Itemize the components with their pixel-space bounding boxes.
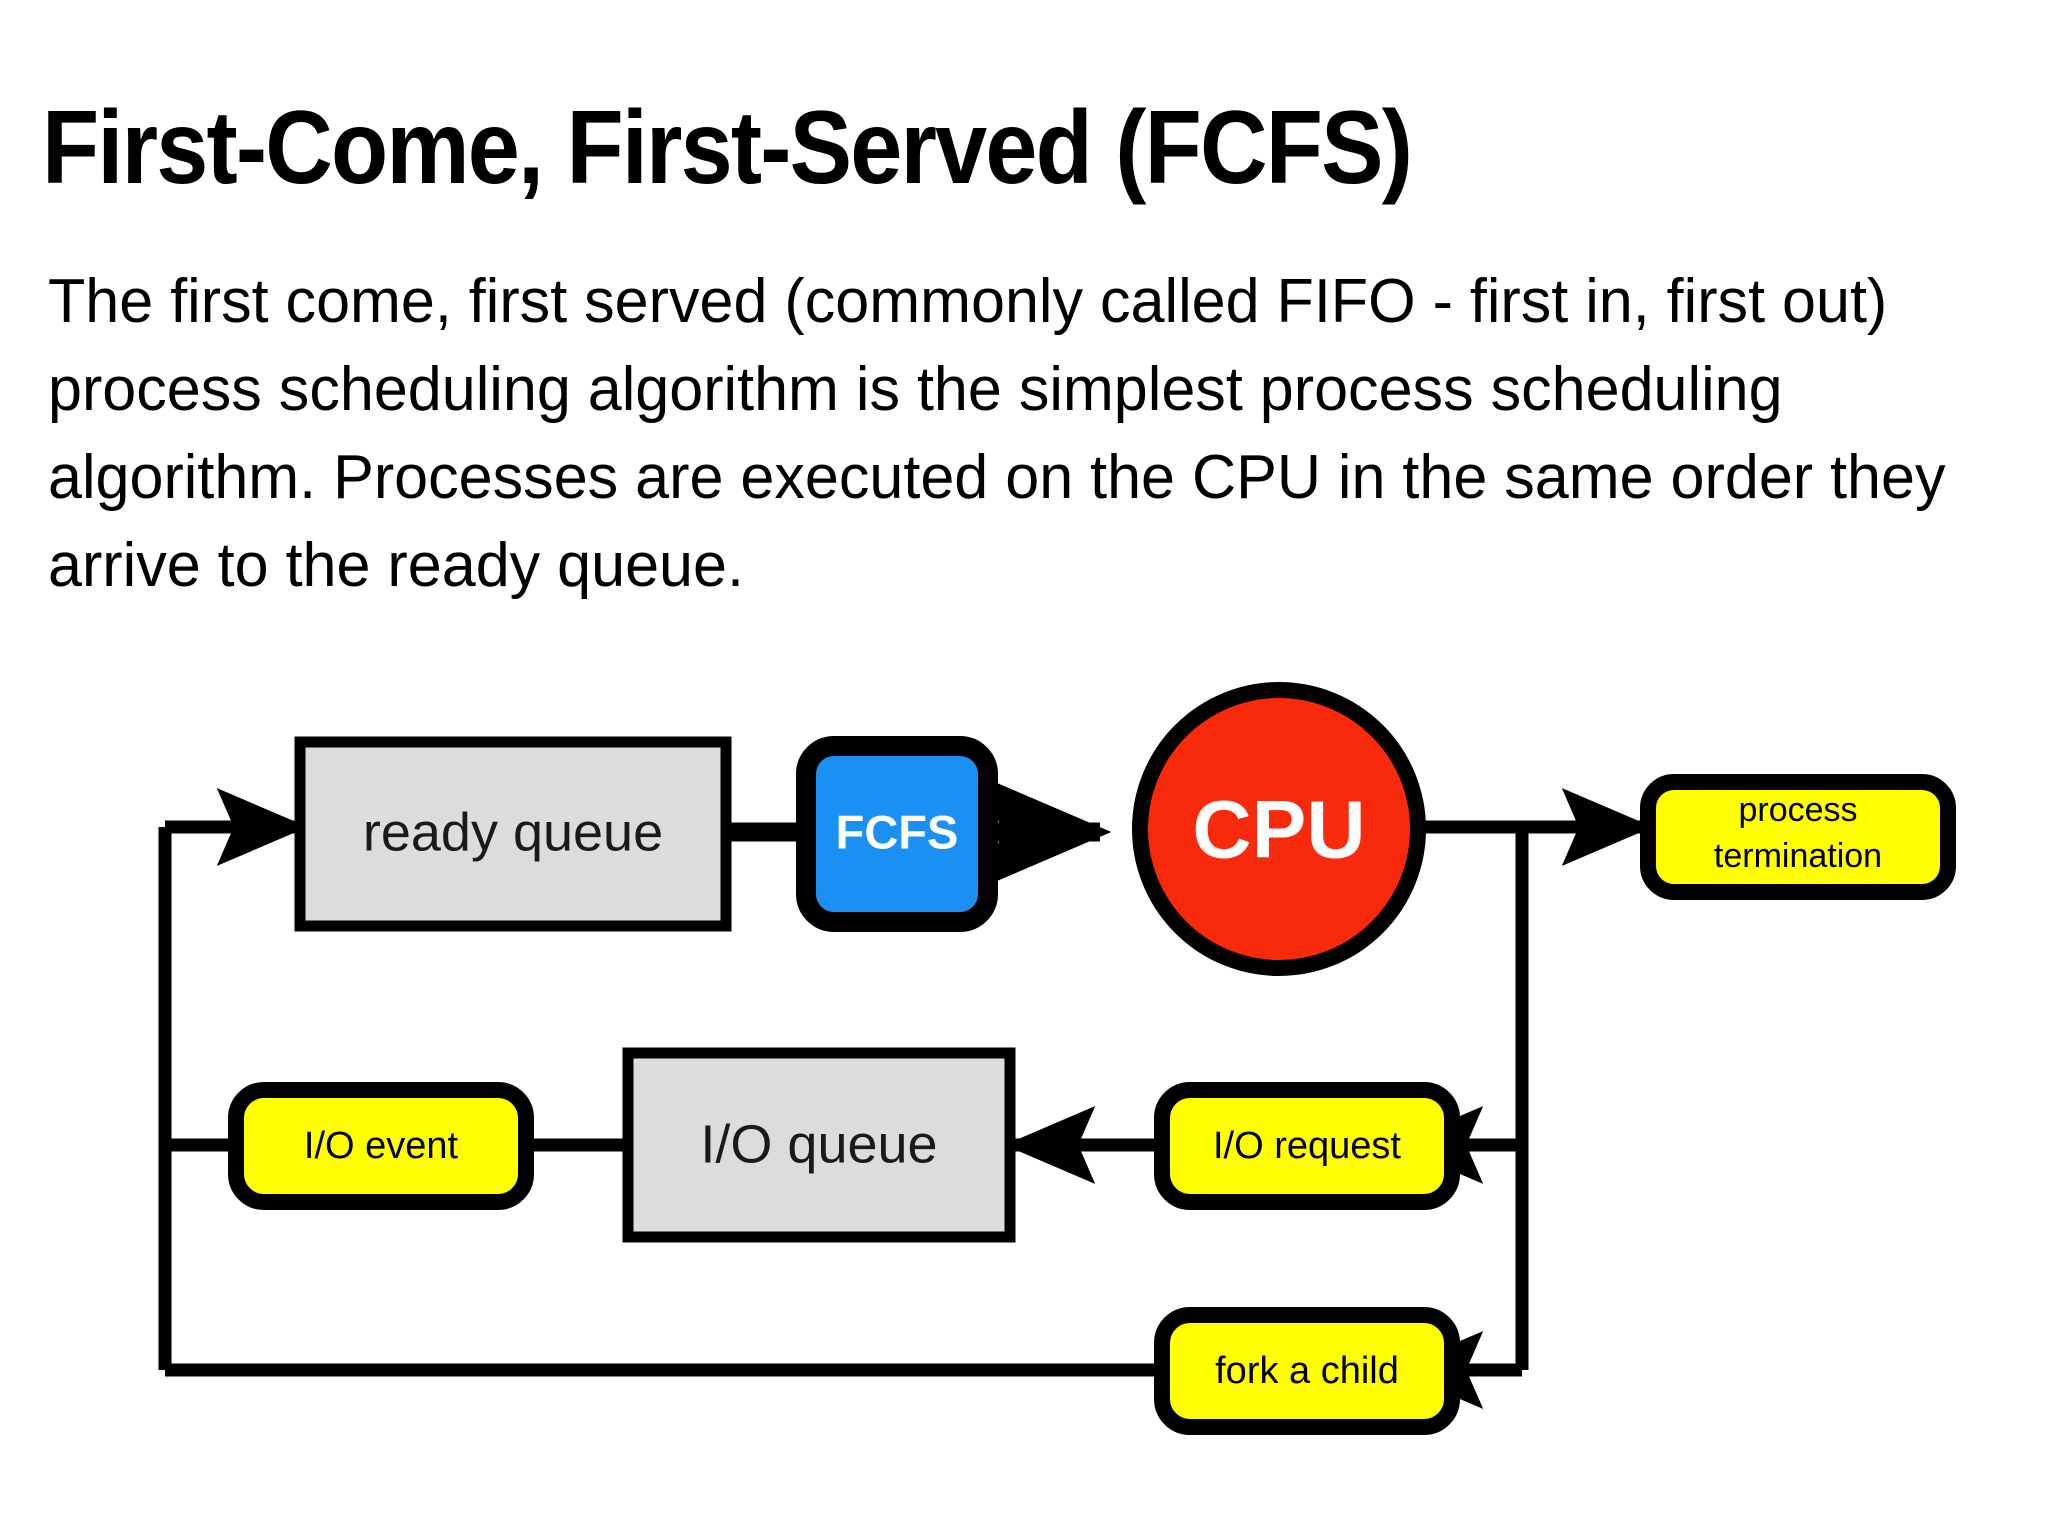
io-queue-label: I/O queue (700, 1114, 937, 1174)
node-io-event[interactable]: I/O event (228, 1082, 534, 1210)
node-process-termination[interactable]: process termination (1640, 774, 1956, 900)
node-fcfs[interactable]: FCFS (796, 736, 998, 932)
fork-a-child-label: fork a child (1215, 1350, 1399, 1392)
io-event-label: I/O event (304, 1125, 459, 1167)
node-ready-queue[interactable]: ready queue (294, 736, 732, 932)
fcfs-label: FCFS (836, 805, 959, 858)
node-fork-a-child[interactable]: fork a child (1154, 1307, 1460, 1435)
io-request-label: I/O request (1213, 1125, 1401, 1167)
node-io-request[interactable]: I/O request (1154, 1082, 1460, 1210)
slide-body-text: The first come, first served (commonly c… (48, 267, 1946, 600)
process-termination-label-line1: process (1738, 791, 1857, 829)
node-io-queue[interactable]: I/O queue (622, 1047, 1016, 1243)
process-termination-label-line2: termination (1714, 837, 1882, 875)
page-title: First-Come, First-Served (FCFS) (42, 89, 1413, 206)
cpu-label: CPU (1192, 785, 1365, 876)
ready-queue-label: ready queue (363, 802, 663, 862)
node-cpu[interactable]: CPU (1132, 682, 1426, 976)
